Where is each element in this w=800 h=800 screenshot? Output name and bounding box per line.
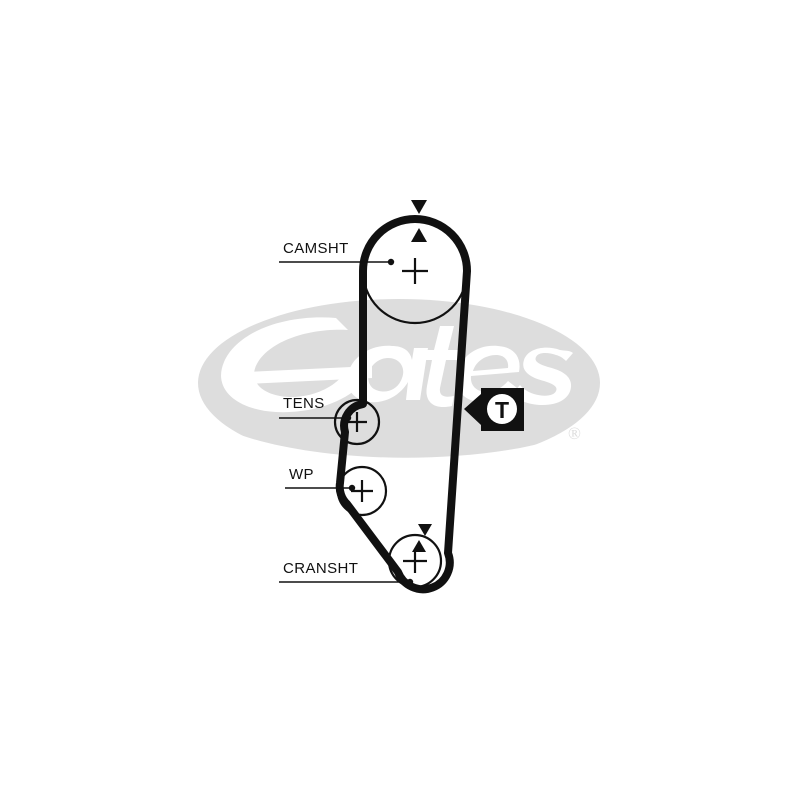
pulley-water-pump: [336, 465, 388, 517]
watermark-script-gates: [221, 317, 592, 470]
pulley-tensioner: [333, 398, 381, 446]
crankshaft-timing-mark-lower: [412, 540, 426, 552]
crankshaft-sprocket-ring: [387, 533, 443, 589]
camshaft-sprocket-ring: [361, 217, 469, 325]
label-wp: WP: [289, 466, 314, 483]
tensioner-leader-dot: [344, 414, 352, 422]
camshaft-timing-mark-lower: [411, 228, 427, 242]
label-tens: TENS: [283, 395, 325, 412]
watermark-a: [347, 345, 428, 403]
label-cransht: CRANSHT: [283, 560, 358, 577]
tension-badge-circle: [487, 394, 517, 424]
crankshaft-timing-mark-upper: [418, 524, 432, 536]
callout-water-pump: WP: [285, 466, 356, 492]
gates-watermark: ®: [198, 299, 600, 470]
callout-camshaft: CAMSHT: [279, 240, 395, 266]
water-pump-leader-dot: [348, 484, 356, 492]
camshaft-timing-mark-upper: [411, 200, 427, 214]
callout-tensioner: TENS: [279, 395, 352, 422]
watermark-g: [221, 317, 366, 413]
crankshaft-leader-dot: [406, 578, 414, 586]
tensioner-pulley-ring: [333, 398, 381, 446]
watermark-g-bar: [246, 366, 372, 384]
pulley-crankshaft: [387, 524, 443, 589]
tension-badge: T: [464, 388, 524, 431]
registered-trademark-symbol: ®: [568, 424, 581, 443]
water-pump-pulley-ring: [336, 465, 388, 517]
label-camsht: CAMSHT: [283, 240, 349, 257]
callout-crankshaft: CRANSHT: [279, 560, 414, 586]
watermark-s: [512, 347, 573, 405]
watermark-t: [422, 326, 464, 408]
pulley-camshaft: [361, 200, 469, 325]
watermark-swash: [224, 422, 592, 470]
tension-badge-arrow: [464, 394, 481, 425]
tension-badge-letter: T: [495, 397, 509, 423]
camshaft-leader-dot: [387, 258, 395, 266]
